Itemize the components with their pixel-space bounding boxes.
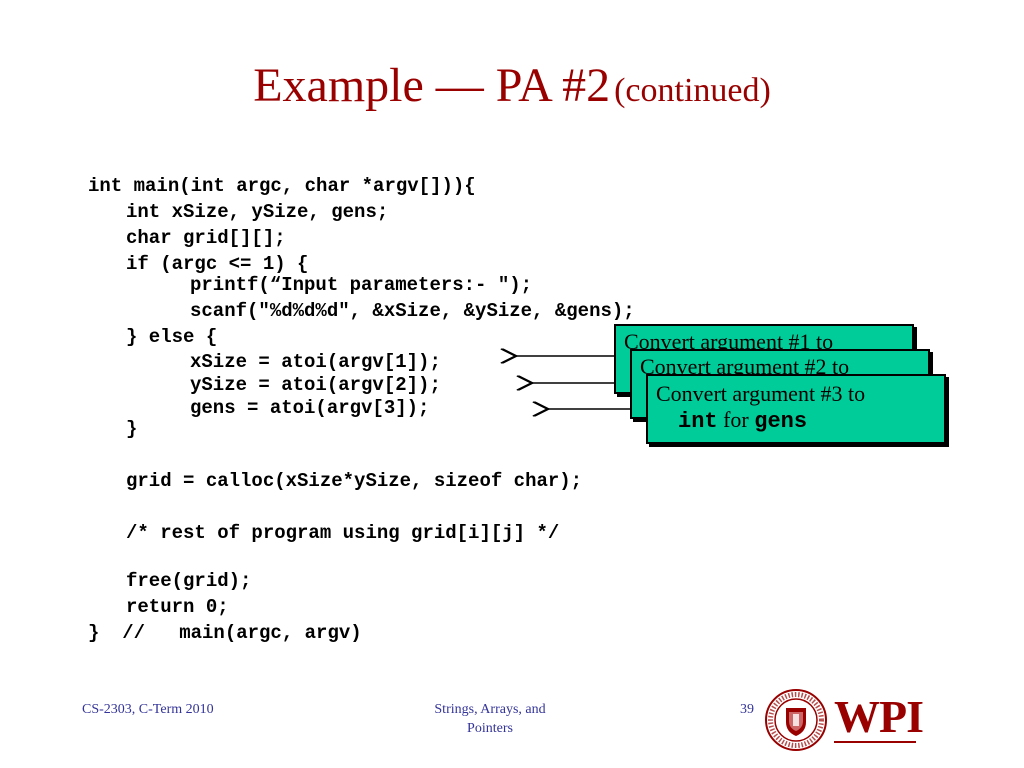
title-subtitle: (continued): [614, 72, 771, 109]
slide-title: Example — PA #2 (continued): [0, 58, 1024, 113]
code-line: scanf("%d%d%d", &xSize, &ySize, &gens);: [190, 300, 635, 322]
code-line: return 0;: [126, 596, 229, 618]
callout-3-word: for: [723, 407, 749, 432]
title-main: Example — PA #2: [253, 59, 611, 112]
code-line: if (argc <= 1) {: [126, 253, 309, 275]
code-line: grid = calloc(xSize*ySize, sizeof char);: [126, 470, 583, 492]
footer-topic-line2: Pointers: [467, 721, 513, 736]
code-line: free(grid);: [126, 570, 252, 592]
footer-course: CS-2303, C-Term 2010: [82, 702, 214, 717]
code-line: /* rest of program using grid[i][j] */: [126, 522, 560, 544]
wpi-underline: [834, 741, 916, 743]
code-line: } // main(argc, argv): [88, 622, 362, 644]
code-line: char grid[][];: [126, 227, 286, 249]
callout-3-type: int: [678, 409, 718, 434]
callout-3-detail: int for gens: [656, 407, 936, 435]
callout-3-text: Convert argument #3 to: [656, 381, 866, 406]
footer-page-number: 39: [740, 702, 754, 717]
code-line: }: [126, 418, 138, 440]
code-line: int main(int argc, char *argv[])){: [88, 175, 476, 197]
code-line: int xSize, ySize, gens;: [126, 201, 389, 223]
code-line: gens = atoi(argv[3]);: [190, 397, 430, 419]
footer-topic-line1: Strings, Arrays, and: [434, 702, 546, 717]
code-line: ySize = atoi(argv[2]);: [190, 374, 441, 396]
code-line: } else {: [126, 326, 218, 348]
footer-topic: Strings, Arrays, and Pointers: [390, 702, 590, 737]
code-line: printf(“Input parameters:- ");: [190, 274, 533, 296]
callout-3-var: gens: [754, 409, 808, 434]
callout-argument-3: Convert argument #3 to int for gens: [646, 374, 946, 444]
wpi-wordmark: WPI: [834, 691, 924, 742]
wpi-logo: WPI: [764, 688, 924, 751]
code-line: xSize = atoi(argv[1]);: [190, 351, 441, 373]
wpi-seal-icon: [765, 689, 827, 751]
